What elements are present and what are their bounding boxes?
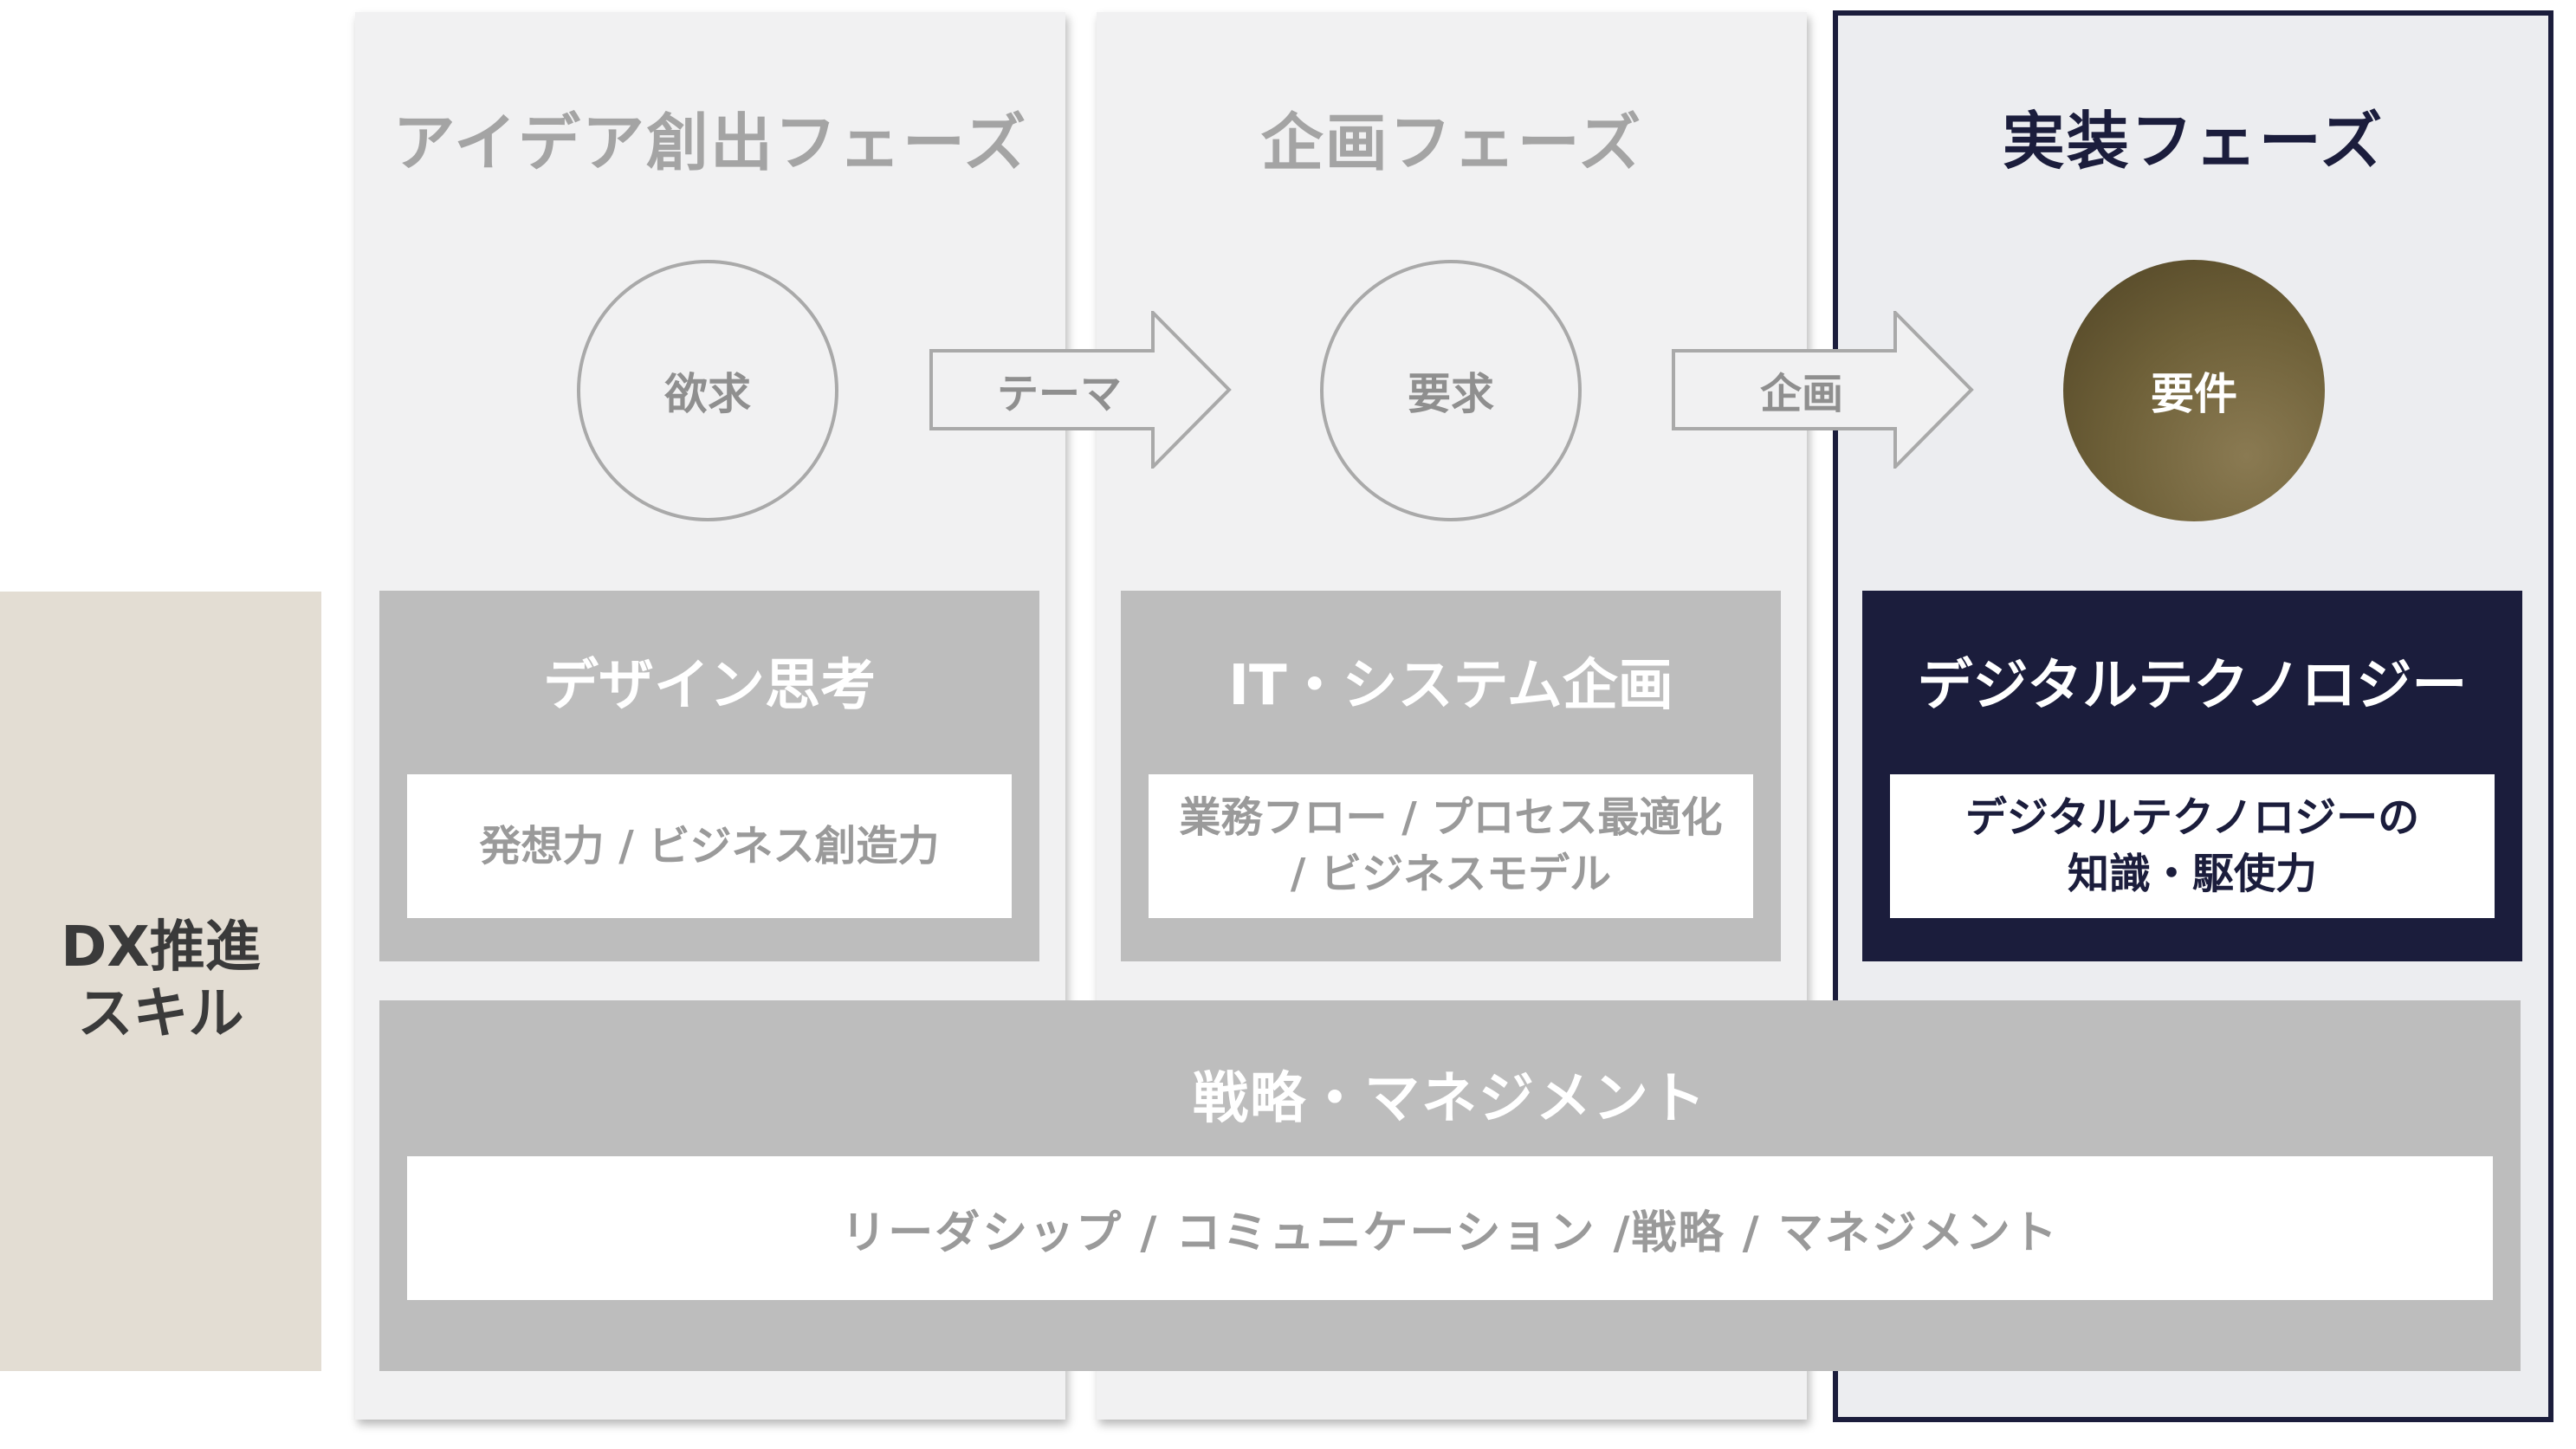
arrow-label-planning: 企画 xyxy=(1759,370,1843,418)
circle-desire: 欲求 xyxy=(577,260,838,521)
phase-title-implementation: 実装フェーズ xyxy=(2002,105,2385,178)
skill-box-design-thinking: デザイン思考 発想力 / ビジネス創造力 xyxy=(379,591,1039,961)
strategy-detail: リーダシップ / コミュニケーション /戦略 / マネジメント xyxy=(407,1156,2493,1300)
circle-request: 要求 xyxy=(1320,260,1582,521)
skill-box-strategy-management: 戦略・マネジメント リーダシップ / コミュニケーション /戦略 / マネジメン… xyxy=(379,1000,2521,1371)
dx-skill-label: DX推進 スキル xyxy=(0,592,321,1371)
skill-detail-digital-technology: デジタルテクノロジーの 知識・駆使力 xyxy=(1890,774,2495,918)
arrow-label-theme: テーマ xyxy=(996,370,1122,418)
phase-title-planning: 企画フェーズ xyxy=(1260,107,1643,179)
skill-title-design-thinking: デザイン思考 xyxy=(543,654,876,718)
skill-box-it-system-planning: IT・システム企画 業務フロー / プロセス最適化 / ビジネスモデル xyxy=(1121,591,1781,961)
skill-detail-design-thinking: 発想力 / ビジネス創造力 xyxy=(407,774,1012,918)
right-arrow-icon xyxy=(1672,308,1974,471)
dx-skill-label-text: DX推進 スキル xyxy=(61,915,261,1046)
circle-requirement: 要件 xyxy=(2063,260,2325,521)
skill-detail-it-system-planning: 業務フロー / プロセス最適化 / ビジネスモデル xyxy=(1149,774,1753,918)
arrow-planning: 企画 xyxy=(1672,308,1975,471)
skill-box-digital-technology: デジタルテクノロジー デジタルテクノロジーの 知識・駆使力 xyxy=(1862,591,2522,961)
phase-title-idea: アイデア創出フェーズ xyxy=(392,107,1028,179)
skill-title-digital-technology: デジタルテクノロジー xyxy=(1917,654,2468,718)
right-arrow-icon xyxy=(929,308,1232,471)
arrow-theme: テーマ xyxy=(929,308,1233,471)
skill-title-it-system-planning: IT・システム企画 xyxy=(1228,654,1673,718)
strategy-title: 戦略・マネジメント xyxy=(1193,1067,1707,1131)
